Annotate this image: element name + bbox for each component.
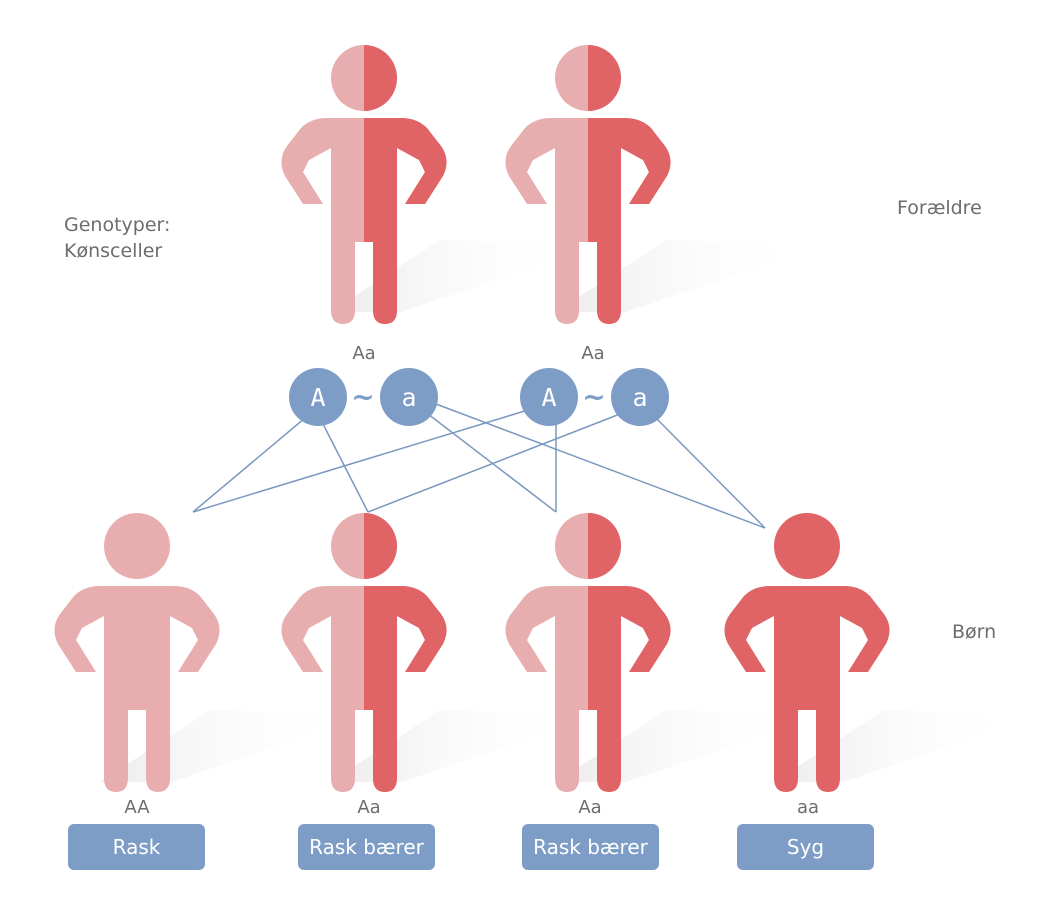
gamete-separator-2: ~: [582, 380, 605, 413]
child-4-genotype: aa: [796, 797, 820, 818]
parent-2-genotype: Aa: [581, 343, 605, 364]
gamete-circle-1: [289, 368, 347, 426]
gamete-label-2: a: [401, 383, 416, 412]
line-a2-Aa1: [367, 413, 621, 513]
gamete-circle-4: [611, 368, 669, 426]
child-1-shadow: [100, 710, 350, 782]
gamete-label-1: A: [310, 383, 325, 412]
parent-1-shadow: [330, 240, 580, 312]
children-label: Børn: [952, 621, 997, 643]
child-4-status-badge: Syg: [737, 824, 874, 870]
gamete-circle-2: [380, 368, 438, 426]
gametes: A a A a ~ ~: [289, 368, 669, 426]
child-4-shadow: [774, 710, 1021, 782]
child-3-status-badge: Rask bærer: [522, 824, 659, 870]
parent-2-shadow: [556, 240, 806, 312]
child-2-shadow: [330, 710, 580, 782]
gamete-separator-1: ~: [351, 380, 374, 413]
child-2-genotype: Aa: [357, 797, 381, 818]
connection-lines: [192, 403, 766, 529]
line-a1-aa: [435, 403, 766, 529]
child-3-genotype: Aa: [578, 797, 602, 818]
child-1-genotype: AA: [124, 797, 150, 818]
line-A1-Aa1: [322, 423, 369, 513]
gamete-label-3: A: [541, 383, 556, 412]
line-a2-aa: [655, 417, 766, 529]
parents-label: Forældre: [897, 197, 982, 219]
child-1-status-badge: Rask: [68, 824, 205, 870]
gamete-label-4: a: [632, 383, 647, 412]
gamete-circle-3: [520, 368, 578, 426]
line-A2-AA: [192, 409, 529, 513]
genotype-label: Genotyper:: [64, 214, 171, 236]
parent-1-genotype: Aa: [352, 343, 376, 364]
line-a1-Aa2: [427, 413, 557, 513]
child-3-shadow: [556, 710, 806, 782]
child-2-status-badge: Rask bærer: [298, 824, 435, 870]
gametes-label: Kønsceller: [64, 240, 163, 262]
line-A1-AA: [192, 417, 306, 513]
